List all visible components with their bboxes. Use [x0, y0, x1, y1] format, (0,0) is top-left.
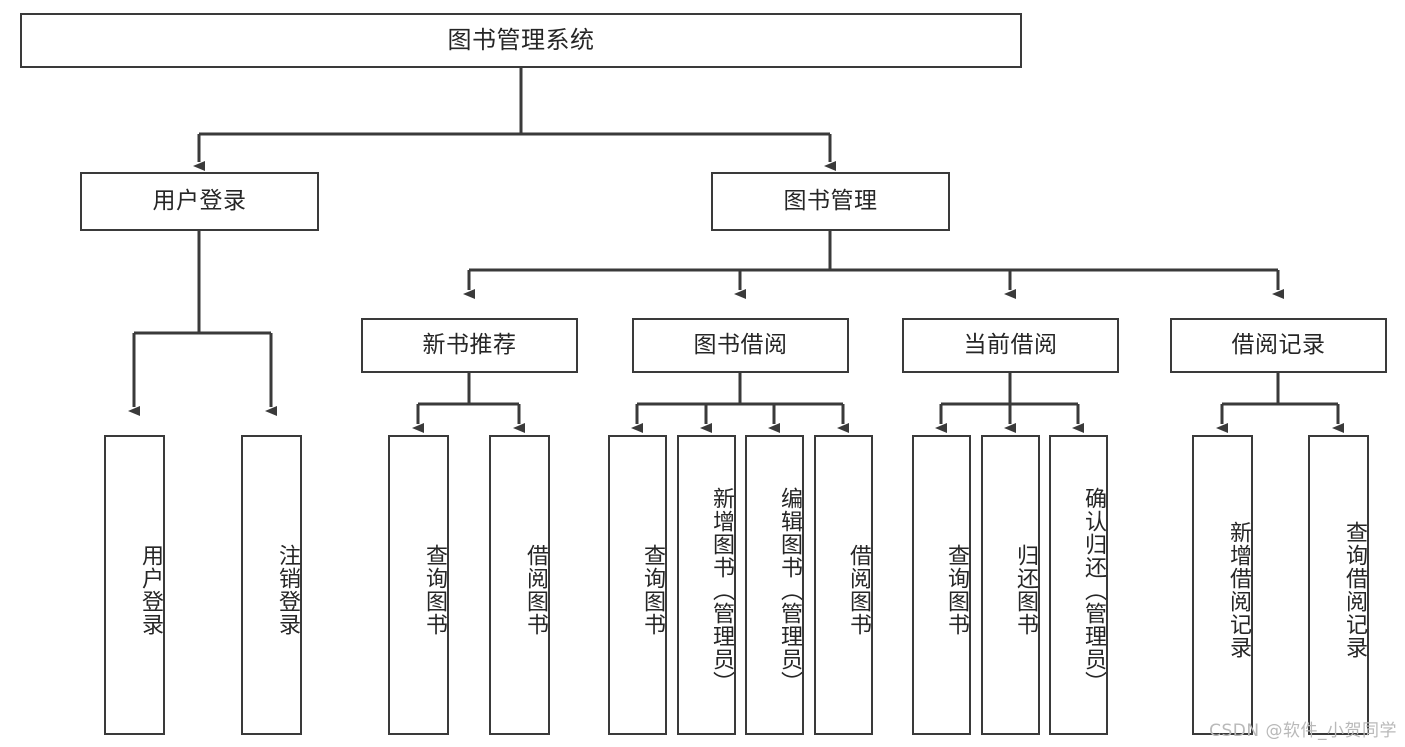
- leaf-book-borrow-borrow-label: 借阅图书: [846, 544, 871, 636]
- leaf-new-book-query-label: 查询图书: [422, 544, 447, 636]
- leaf-book-borrow-add-label: 新增图书（管理员）: [709, 486, 734, 694]
- node-new-book-recommend-label: 新书推荐: [422, 331, 517, 358]
- leaf-book-borrow-add[interactable]: 新增图书（管理员）: [677, 435, 736, 735]
- leaf-book-borrow-edit-label: 编辑图书（管理员）: [777, 486, 802, 694]
- leaf-book-borrow-borrow[interactable]: 借阅图书: [814, 435, 873, 735]
- node-root-system[interactable]: 图书管理系统: [20, 13, 1022, 68]
- leaf-current-borrow-query[interactable]: 查询图书: [912, 435, 971, 735]
- node-user-login-label: 用户登录: [152, 187, 247, 214]
- leaf-book-borrow-query-label: 查询图书: [640, 544, 665, 636]
- node-user-login[interactable]: 用户登录: [80, 172, 319, 231]
- leaf-current-borrow-confirm-return-label: 确认归还（管理员）: [1081, 486, 1106, 694]
- leaf-user-login-logout[interactable]: 注销登录: [241, 435, 302, 735]
- leaf-borrow-record-add-label: 新增借阅记录: [1226, 521, 1251, 659]
- leaf-book-borrow-query[interactable]: 查询图书: [608, 435, 667, 735]
- node-book-borrow-label: 图书借阅: [693, 331, 788, 358]
- node-new-book-recommend[interactable]: 新书推荐: [361, 318, 578, 373]
- leaf-user-login-logout-label: 注销登录: [275, 544, 300, 636]
- leaf-user-login-login[interactable]: 用户登录: [104, 435, 165, 735]
- leaf-borrow-record-query-label: 查询借阅记录: [1342, 521, 1367, 659]
- node-book-borrow[interactable]: 图书借阅: [632, 318, 849, 373]
- node-current-borrow[interactable]: 当前借阅: [902, 318, 1119, 373]
- node-root-system-label: 图书管理系统: [447, 26, 595, 55]
- leaf-current-borrow-query-label: 查询图书: [944, 544, 969, 636]
- leaf-new-book-query[interactable]: 查询图书: [388, 435, 449, 735]
- leaf-new-book-borrow-label: 借阅图书: [523, 544, 548, 636]
- node-book-management[interactable]: 图书管理: [711, 172, 950, 231]
- node-borrow-record[interactable]: 借阅记录: [1170, 318, 1387, 373]
- leaf-borrow-record-query[interactable]: 查询借阅记录: [1308, 435, 1369, 735]
- node-borrow-record-label: 借阅记录: [1231, 331, 1326, 358]
- leaf-user-login-login-label: 用户登录: [138, 544, 163, 636]
- leaf-current-borrow-confirm-return[interactable]: 确认归还（管理员）: [1049, 435, 1108, 735]
- leaf-borrow-record-add[interactable]: 新增借阅记录: [1192, 435, 1253, 735]
- csdn-watermark: CSDN @软件_小贺同学: [1209, 721, 1397, 741]
- leaf-book-borrow-edit[interactable]: 编辑图书（管理员）: [745, 435, 804, 735]
- leaf-new-book-borrow[interactable]: 借阅图书: [489, 435, 550, 735]
- node-current-borrow-label: 当前借阅: [963, 331, 1058, 358]
- node-book-management-label: 图书管理: [783, 187, 878, 214]
- leaf-current-borrow-return[interactable]: 归还图书: [981, 435, 1040, 735]
- leaf-current-borrow-return-label: 归还图书: [1013, 544, 1038, 636]
